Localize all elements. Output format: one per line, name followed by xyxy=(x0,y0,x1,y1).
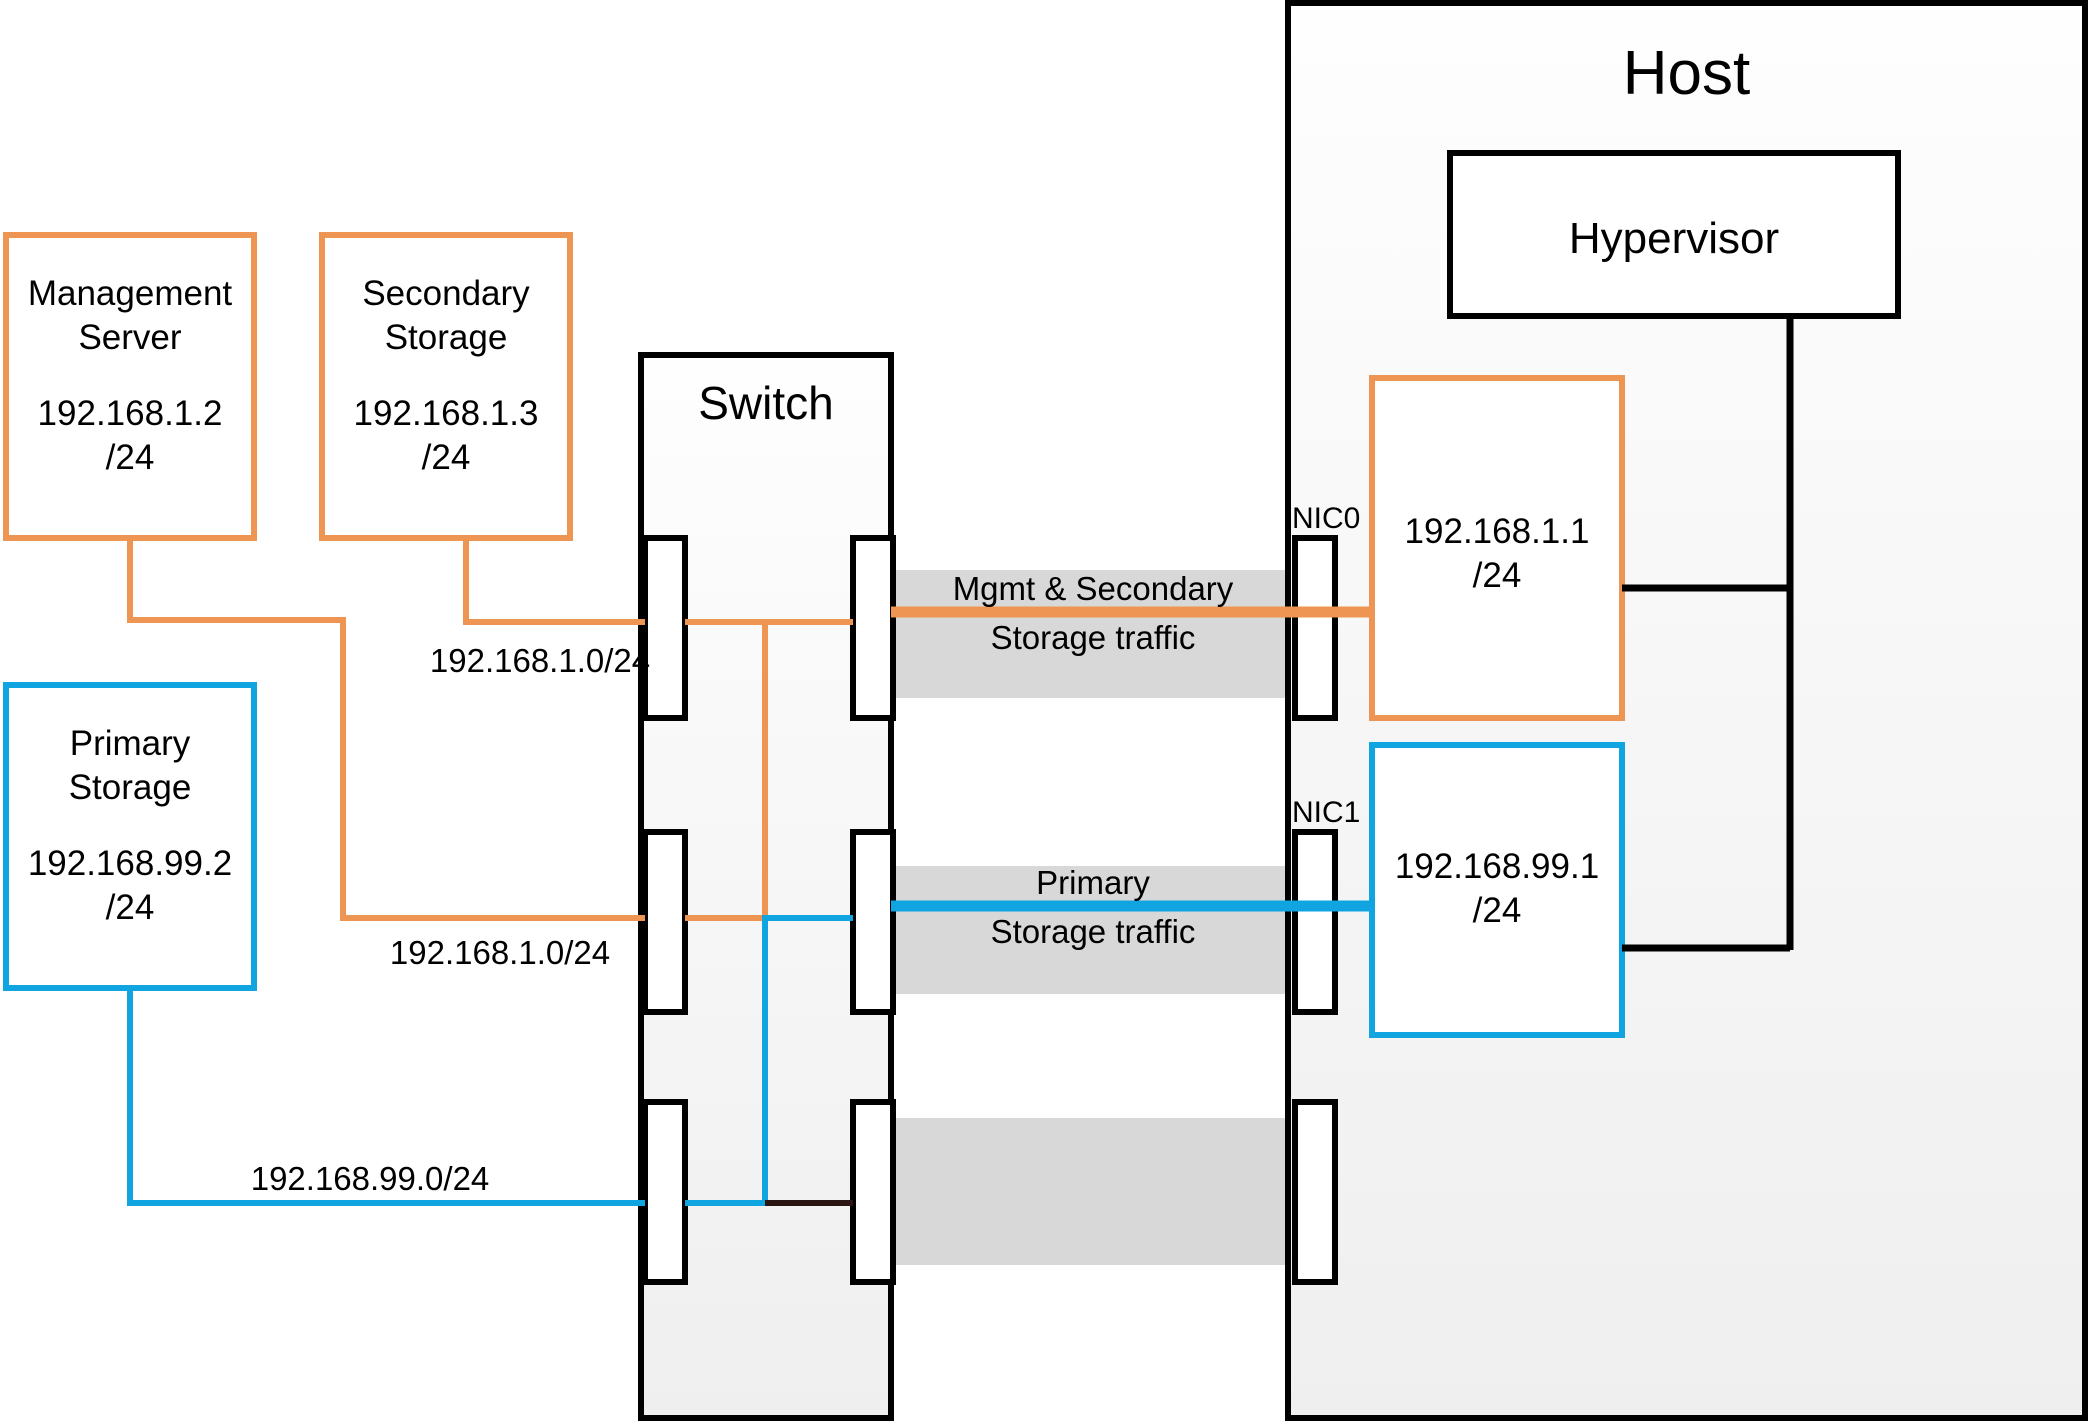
mgmt-secondary-traffic-bottom: Storage traffic xyxy=(990,619,1196,656)
host-nic-port-2 xyxy=(1292,1099,1338,1285)
nic0-ip-box xyxy=(1369,375,1625,721)
network-label-primary: 192.168.99.0/24 xyxy=(250,1160,490,1197)
nic0-ip-label: 192.168.1.1 /24 xyxy=(1404,512,1590,596)
primary-traffic-bottom: Storage traffic xyxy=(990,913,1196,950)
band-primary xyxy=(893,866,1293,994)
network-label-mgmt-upper: 192.168.1.0/24 xyxy=(429,642,651,679)
switch-port-left-3 xyxy=(642,1099,688,1285)
switch-title: Switch xyxy=(698,377,834,429)
network-label-mgmt-lower: 192.168.1.0/24 xyxy=(389,934,611,971)
mgmt-secondary-traffic-top: Mgmt & Secondary xyxy=(952,570,1234,607)
primary-storage-ip: 192.168.99.2 /24 xyxy=(27,844,233,928)
hypervisor-box xyxy=(1447,150,1901,319)
switch-port-left-2 xyxy=(642,829,688,1015)
host-nic-port-1 xyxy=(1292,829,1338,1015)
switch-port-right-2 xyxy=(850,829,896,1015)
switch-internal-blue xyxy=(685,915,853,1206)
management-server-box xyxy=(3,232,257,541)
secondary-storage-name: Secondary Storage xyxy=(362,274,530,358)
band-mgmt-secondary xyxy=(893,570,1293,698)
nic0-label: NIC0 xyxy=(1292,502,1361,535)
hypervisor-label: Hypervisor xyxy=(1568,214,1780,263)
primary-storage-name: Primary Storage xyxy=(68,724,192,808)
primary-traffic-top: Primary xyxy=(1036,864,1150,901)
wire-management-server xyxy=(127,538,645,921)
management-server-ip: 192.168.1.2 /24 xyxy=(37,394,223,478)
wire-primary-storage xyxy=(127,988,645,1206)
switch-port-right-1 xyxy=(850,535,896,721)
host-title: Host xyxy=(1622,39,1751,108)
wire-secondary-storage-path xyxy=(463,538,645,625)
nic1-label: NIC1 xyxy=(1292,796,1361,829)
host-nic-port-0 xyxy=(1292,535,1338,721)
switch-internal-orange xyxy=(685,619,768,921)
band-unlabeled xyxy=(893,1118,1293,1265)
nic1-ip-label: 192.168.99.1 /24 xyxy=(1394,847,1600,931)
secondary-storage-box xyxy=(319,232,573,541)
switch-port-left-1 xyxy=(642,535,688,721)
secondary-storage-ip: 192.168.1.3 /24 xyxy=(353,394,539,478)
switch-port-right-3 xyxy=(850,1099,896,1285)
primary-storage-box xyxy=(3,682,257,991)
management-server-name: Management Server xyxy=(27,274,233,358)
nic1-ip-box xyxy=(1369,742,1625,1038)
